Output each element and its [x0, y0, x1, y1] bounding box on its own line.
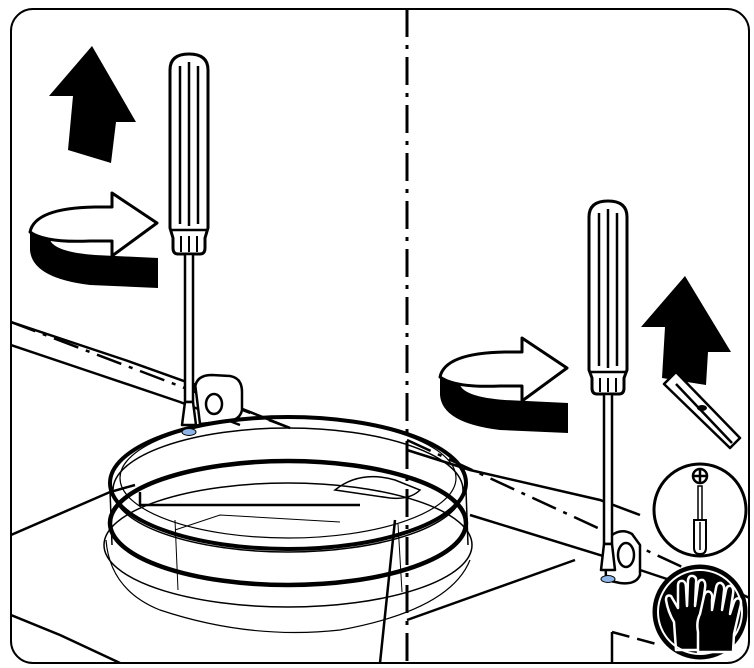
left-center-line: [11, 320, 291, 430]
phillips-screwdriver-icon: [652, 462, 748, 558]
right-screw-head: [600, 575, 616, 583]
left-lift-up-arrow-icon: [49, 46, 136, 163]
right-lift-up-arrow-icon: [641, 276, 731, 385]
left-duct-ring: [103, 415, 473, 634]
left-rotate-arrow-icon: [28, 191, 159, 288]
right-screwdriver-icon: [587, 199, 629, 572]
right-screw-bracket: [603, 530, 642, 585]
diagram-content: [11, 9, 749, 663]
right-rotate-arrow-icon: [438, 336, 569, 433]
lifted-bracket-piece: [662, 370, 742, 450]
left-screw-bracket: [193, 373, 244, 426]
left-mounting-plate: [11, 320, 397, 663]
protective-gloves-icon: [652, 564, 748, 660]
left-screwdriver-icon: [168, 52, 210, 427]
left-screw-head: [181, 428, 197, 436]
right-center-line: [406, 438, 749, 602]
right-mounting-plate: [406, 448, 701, 663]
diagram-frame: [10, 8, 750, 664]
